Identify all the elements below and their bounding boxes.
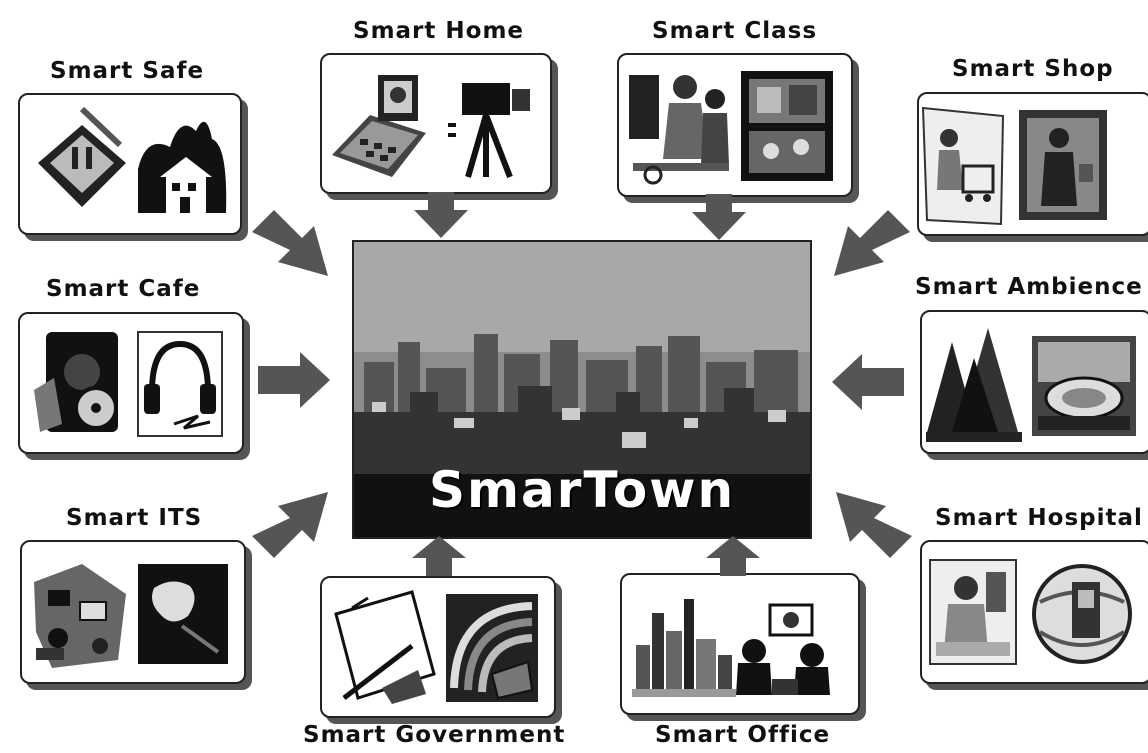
globe-icon (1032, 564, 1132, 664)
document-pen-icon (334, 590, 436, 704)
panel-smart-shop (917, 92, 1148, 236)
arrow-shop-to-center (834, 210, 910, 276)
panel-smart-its (20, 540, 246, 684)
label-smart-government: Smart Government (303, 722, 566, 748)
burning-house-icon (138, 121, 227, 213)
camera-icon (448, 83, 530, 179)
film-reel-icon (34, 332, 118, 432)
arrow-office-to-center (706, 536, 760, 576)
arrow-ambience-to-center (832, 354, 904, 410)
label-smart-cafe: Smart Cafe (46, 276, 201, 302)
panel-smart-hospital (920, 540, 1148, 684)
trees-icon (926, 328, 1022, 442)
headphones-icon (137, 331, 223, 437)
traffic-icon (34, 564, 126, 668)
panel-smart-government (320, 576, 556, 718)
arrow-cafe-to-center (258, 352, 330, 408)
shield-icon (38, 106, 126, 207)
classroom-people-icon (629, 75, 729, 185)
label-smart-office: Smart Office (655, 722, 831, 748)
label-smart-safe: Smart Safe (50, 58, 205, 84)
map-icon (138, 564, 228, 664)
panel-smart-safe (18, 93, 242, 235)
arrow-home-to-center (414, 192, 468, 238)
shopping-cart-icon (921, 106, 1005, 226)
city-skyline-icon (632, 599, 736, 697)
center-smartown-image: SmarTown (352, 240, 812, 539)
arrow-its-to-center (252, 492, 328, 558)
label-smart-shop: Smart Shop (952, 56, 1114, 82)
arrow-safe-to-center (252, 210, 328, 276)
blackboard-icon (741, 71, 833, 181)
rainbow-money-icon (446, 594, 538, 702)
label-smart-class: Smart Class (652, 18, 818, 44)
doctor-icon (929, 559, 1017, 665)
label-smart-hospital: Smart Hospital (935, 505, 1143, 531)
arrow-class-to-center (692, 194, 746, 240)
panel-smart-home (320, 53, 552, 194)
panel-smart-class (617, 53, 853, 197)
shopper-icon (1019, 110, 1107, 220)
label-smart-ambience: Smart Ambience (915, 274, 1143, 300)
center-title: SmarTown (428, 461, 736, 519)
telephone-icon (332, 75, 426, 177)
label-smart-home: Smart Home (353, 18, 525, 44)
city-skyline-photo (354, 242, 810, 537)
arrow-government-to-center (412, 536, 466, 576)
label-smart-its: Smart ITS (66, 505, 203, 531)
arrow-hospital-to-center (836, 492, 912, 558)
meeting-icon (736, 603, 830, 695)
panel-smart-cafe (18, 312, 244, 454)
stadium-icon (1032, 336, 1136, 436)
panel-smart-ambience (920, 310, 1148, 454)
panel-smart-office (620, 573, 860, 715)
